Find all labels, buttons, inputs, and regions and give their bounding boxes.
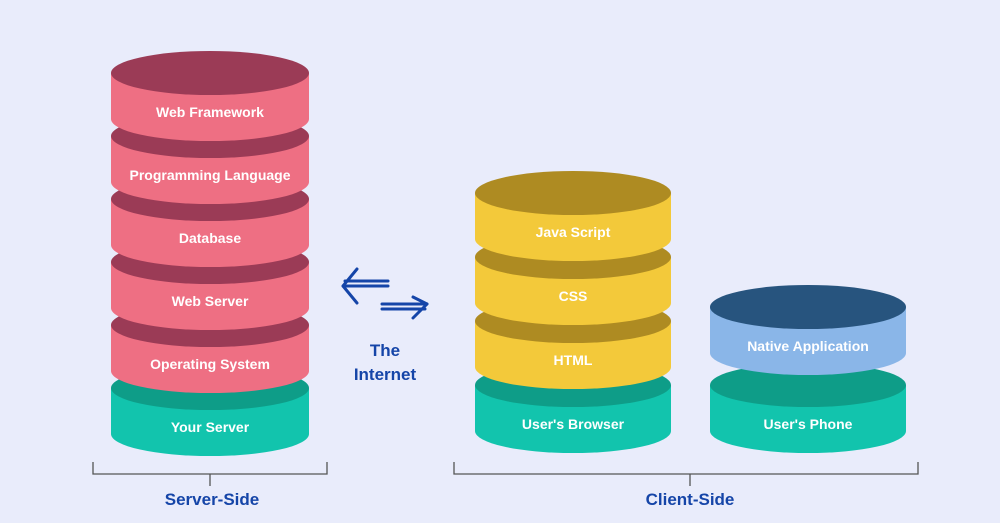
layer-label-native-application: Native Application [747, 338, 869, 354]
server-side-stack: Your Server Operating System Web Server Dat… [111, 51, 309, 456]
layer-label-java-script: Java Script [536, 224, 611, 240]
client-side-label: Client-Side [646, 490, 735, 509]
layer-label-user-s-phone: User's Phone [764, 416, 853, 432]
layer-user-s-phone: User's Phone [710, 363, 906, 453]
internet-label-line2: Internet [354, 365, 417, 384]
layer-label-operating-system: Operating System [150, 356, 270, 372]
server-side-label: Server-Side [165, 490, 260, 509]
layer-label-your-server: Your Server [171, 419, 250, 435]
layer-label-html: HTML [554, 352, 593, 368]
layer-label-database: Database [179, 230, 241, 246]
layer-java-script: Java Script [475, 171, 671, 261]
layer-label-user-s-browser: User's Browser [522, 416, 625, 432]
layer-label-web-server: Web Server [172, 293, 249, 309]
client-side-bracket [453, 462, 919, 486]
layer-native-application: Native Application [710, 285, 906, 375]
client-browser-stack: User's Browser HTML CSS Java Script [475, 171, 671, 453]
server-side-bracket [92, 462, 328, 486]
layer-label-css: CSS [559, 288, 588, 304]
layer-web-framework: Web Framework [111, 51, 309, 141]
layer-label-web-framework: Web Framework [156, 104, 264, 120]
internet-label-line1: The [370, 341, 400, 360]
bidirectional-arrows-icon [341, 267, 429, 320]
client-phone-stack: User's Phone Native Application [710, 285, 906, 453]
layer-label-programming-language: Programming Language [129, 167, 290, 183]
